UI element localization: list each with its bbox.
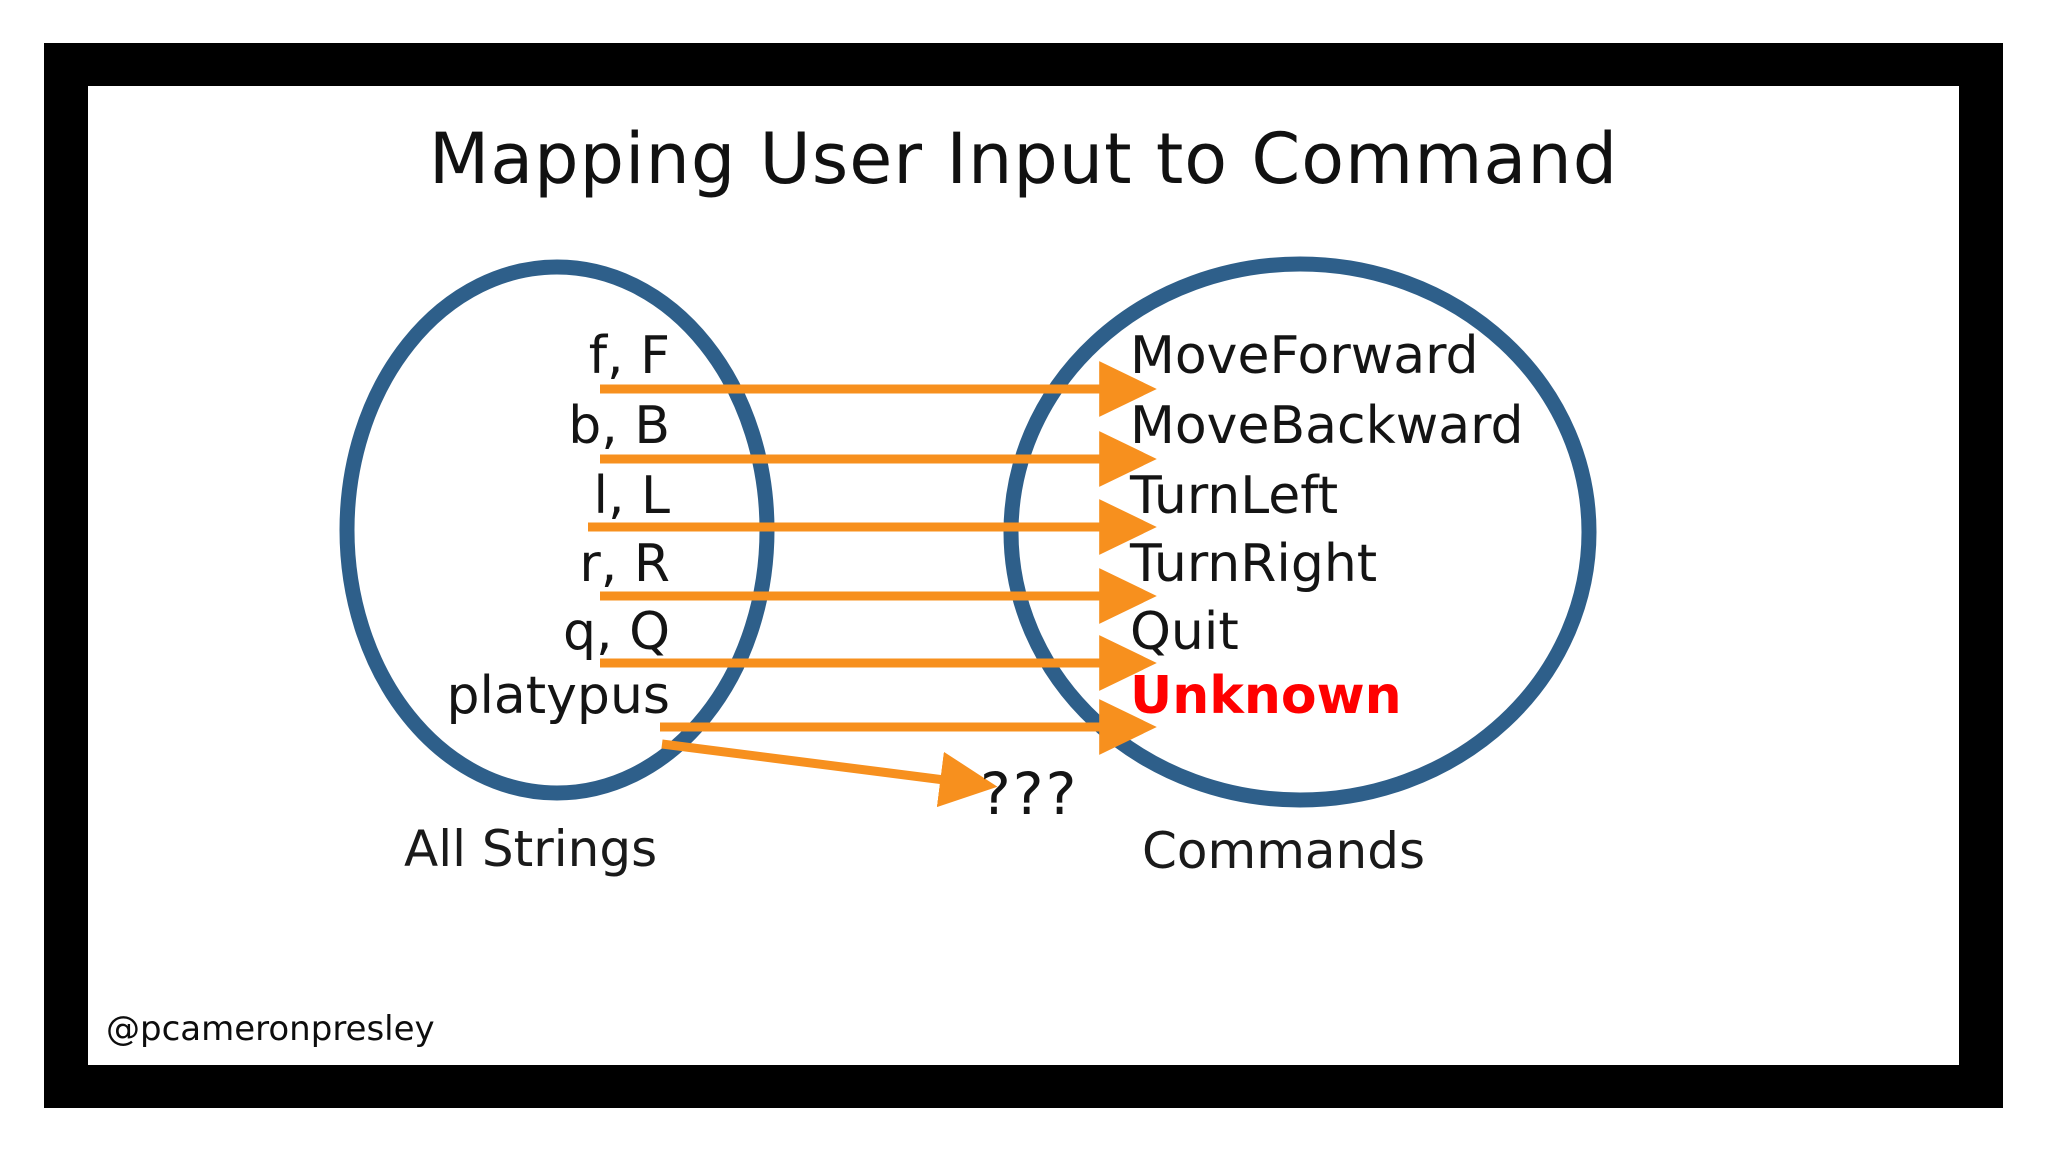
author-handle-watermark: @pcameronpresley [106, 1009, 435, 1049]
input-item-r: r, R [579, 534, 670, 594]
command-item-unknown: Unknown [1130, 666, 1402, 726]
slide-frame-inner [88, 86, 1959, 1065]
set-caption-commands: Commands [1142, 822, 1426, 880]
input-item-f: f, F [588, 326, 670, 386]
input-item-q: q, Q [563, 602, 670, 662]
input-item-b: b, B [568, 396, 670, 456]
command-item-turnright: TurnRight [1130, 534, 1378, 594]
command-item-quit: Quit [1130, 602, 1239, 662]
page-title: Mapping User Input to Command [428, 118, 1619, 200]
commands-item-list: MoveForward MoveBackward TurnLeft TurnRi… [1130, 330, 1590, 750]
set-caption-all-strings: All Strings [404, 820, 658, 878]
command-item-movebackward: MoveBackward [1130, 396, 1524, 456]
command-item-moveforward: MoveForward [1130, 326, 1479, 386]
question-marks-label: ??? [980, 760, 1079, 828]
input-item-platypus: platypus [446, 666, 670, 726]
input-item-l: l, L [593, 466, 670, 526]
command-item-turnleft: TurnLeft [1130, 466, 1339, 526]
all-strings-item-list: f, F b, B l, L r, R q, Q platypus [380, 330, 670, 750]
